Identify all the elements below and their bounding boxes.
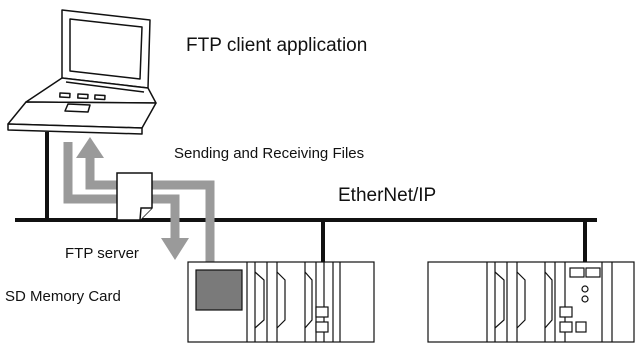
- document-icon: [116, 172, 153, 221]
- sending-receiving-label: Sending and Receiving Files: [174, 145, 365, 162]
- upload-arrowhead: [76, 137, 104, 158]
- ethernet-ip-label: EtherNet/IP: [338, 185, 437, 206]
- download-arrowhead: [161, 238, 189, 260]
- ftp-client-label: FTP client application: [186, 35, 368, 56]
- sd-card-label: SD Memory Card: [5, 288, 121, 305]
- ftp-server-label: FTP server: [65, 245, 139, 262]
- sd-card-icon: [195, 269, 243, 311]
- plc-controller-2-icon: [427, 261, 635, 343]
- laptop-icon: [7, 9, 157, 135]
